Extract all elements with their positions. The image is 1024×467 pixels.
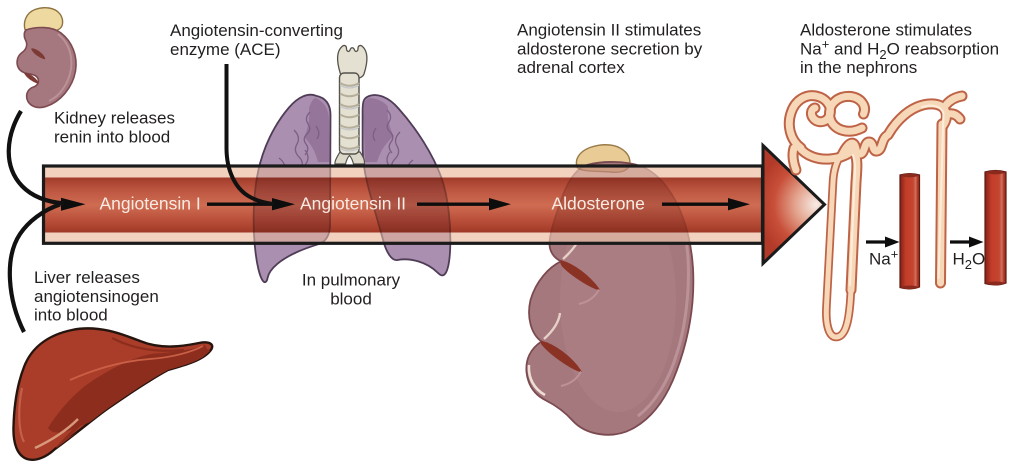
svg-text:In pulmonary: In pulmonary bbox=[302, 271, 401, 290]
svg-text:Angiotensin I: Angiotensin I bbox=[100, 194, 201, 214]
svg-text:Aldosterone stimulates: Aldosterone stimulates bbox=[800, 21, 972, 40]
svg-text:into blood: into blood bbox=[34, 306, 108, 325]
svg-text:angiotensinogen: angiotensinogen bbox=[34, 287, 159, 306]
svg-text:Angiotensin-converting: Angiotensin-converting bbox=[170, 21, 343, 40]
svg-text:Aldosterone: Aldosterone bbox=[552, 194, 645, 214]
svg-text:Angiotensin II: Angiotensin II bbox=[300, 194, 406, 214]
svg-text:adrenal cortex: adrenal cortex bbox=[517, 58, 625, 77]
svg-text:aldosterone secretion by: aldosterone secretion by bbox=[517, 39, 703, 58]
svg-text:blood: blood bbox=[330, 289, 372, 308]
svg-text:in the nephrons: in the nephrons bbox=[800, 58, 917, 77]
svg-text:Na+ and H2O reabsorption: Na+ and H2O reabsorption bbox=[800, 36, 999, 62]
svg-text:Liver releases: Liver releases bbox=[34, 268, 140, 287]
svg-text:enzyme (ACE): enzyme (ACE) bbox=[170, 40, 281, 59]
svg-text:renin into blood: renin into blood bbox=[54, 127, 170, 146]
svg-text:H2O: H2O bbox=[953, 250, 986, 273]
svg-text:Kidney releases: Kidney releases bbox=[54, 109, 175, 128]
svg-text:Angiotensin II stimulates: Angiotensin II stimulates bbox=[517, 21, 701, 40]
